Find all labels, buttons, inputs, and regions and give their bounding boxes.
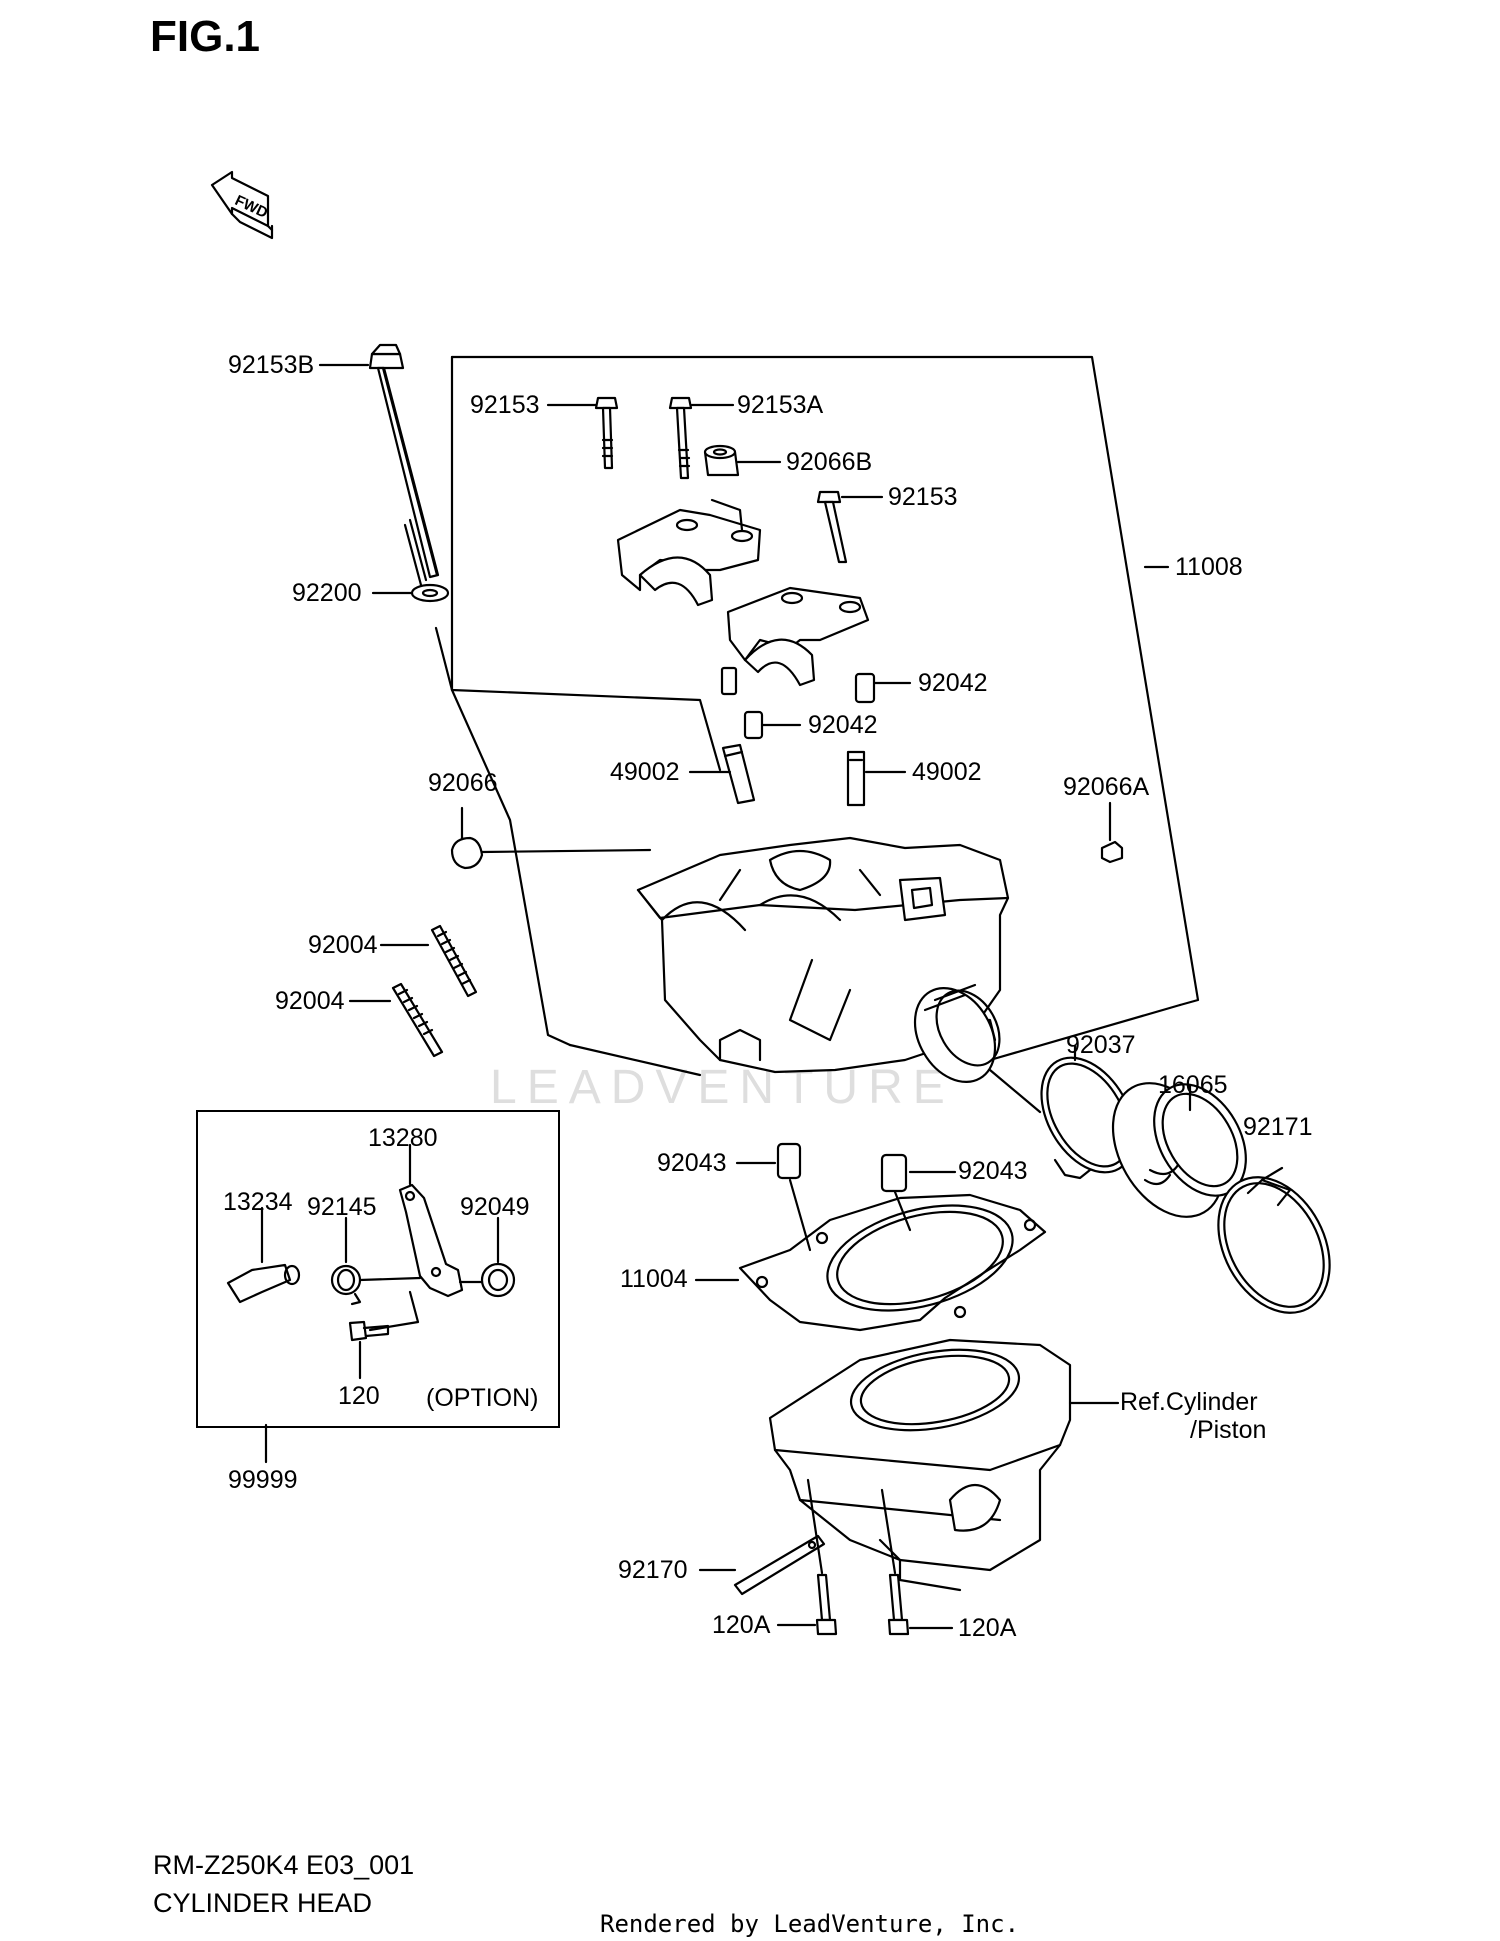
part-label-92200: 92200 [292, 579, 362, 607]
part-label-92004-upper: 92004 [308, 931, 378, 959]
part-label-49002-left: 49002 [610, 758, 680, 786]
intake-boot-16065 [1111, 1082, 1247, 1218]
bolt-120 [348, 1320, 390, 1342]
render-credit: Rendered by LeadVenture, Inc. [600, 1910, 1020, 1938]
option-label: (OPTION) [426, 1384, 539, 1412]
part-label-92170: 92170 [618, 1556, 688, 1584]
part-label-13234: 13234 [223, 1188, 293, 1216]
part-label-120: 120 [338, 1382, 380, 1410]
part-label-11008: 11008 [1175, 553, 1243, 581]
part-label-92066B: 92066B [786, 448, 873, 476]
part-label-11004: 11004 [620, 1265, 688, 1293]
part-label-92066: 92066 [428, 769, 498, 797]
part-label-99999: 99999 [228, 1466, 298, 1494]
fwd-arrow-icon: FWD [210, 170, 274, 240]
plug-49002-left [721, 743, 756, 805]
ref-label-line1: Ref.Cylinder [1120, 1388, 1258, 1416]
part-label-49002-right: 49002 [912, 758, 982, 786]
band-clamp-92171 [1217, 1166, 1331, 1314]
part-label-92037: 92037 [1066, 1031, 1136, 1059]
ref-cylinder-piston-label: Ref.Cylinder /Piston [1120, 1388, 1266, 1444]
head-gasket-11004 [738, 1193, 1047, 1332]
watermark: LEADVENTURE [490, 1061, 955, 1114]
part-label-92004-lower: 92004 [275, 987, 345, 1015]
part-label-92153A: 92153A [737, 391, 824, 419]
part-label-92153-right: 92153 [888, 483, 958, 511]
guide-92170 [733, 1534, 826, 1596]
part-label-92153-left: 92153 [470, 391, 540, 419]
cam-bolt-92153-left [594, 396, 619, 470]
cam-cap-lower [726, 586, 870, 687]
part-label-92145: 92145 [307, 1193, 377, 1221]
stud-92004-upper [430, 924, 478, 998]
dowel-92042-right [854, 672, 876, 704]
dowel-92042-center [743, 710, 764, 740]
washer-92200 [410, 583, 450, 603]
part-label-120A-left: 120A [712, 1611, 771, 1639]
part-label-92043-left: 92043 [657, 1149, 727, 1177]
section-name: CYLINDER HEAD [153, 1888, 373, 1918]
plug-92066 [450, 836, 484, 870]
plug-49002-right [846, 750, 866, 807]
dowel-92042-left [720, 666, 738, 696]
stud-92004-lower [391, 982, 444, 1058]
part-label-92171: 92171 [1243, 1113, 1313, 1141]
part-label-13280: 13280 [368, 1124, 438, 1152]
part-label-92066A: 92066A [1063, 773, 1150, 801]
collar-92066B [703, 444, 740, 477]
option-box [196, 1110, 560, 1428]
dowel-92043-right [880, 1153, 908, 1193]
part-label-92042-center: 92042 [808, 711, 878, 739]
gear-shaft-13234 [226, 1263, 301, 1304]
part-label-92043-right: 92043 [958, 1157, 1028, 1185]
part-label-120A-right: 120A [958, 1614, 1017, 1642]
oil-seal-92049 [480, 1262, 516, 1298]
part-label-16065: 16065 [1158, 1071, 1228, 1099]
cam-bolt-92153-right [816, 490, 848, 564]
ref-label-line2: /Piston [1190, 1416, 1267, 1444]
figure-title: FIG.1 [150, 12, 261, 61]
cam-bolt-92153A [668, 396, 693, 480]
model-code: RM-Z250K4 E03_001 [153, 1850, 415, 1880]
head-bolt-92153B [368, 343, 440, 587]
part-label-92042-right: 92042 [918, 669, 988, 697]
bolt-120A-left [815, 1573, 838, 1636]
cylinder-ref [768, 1338, 1072, 1592]
assembly-frame-11008 [450, 355, 1200, 1007]
bolt-120A-right [887, 1573, 910, 1636]
head-intake-port [913, 983, 1001, 1083]
clamp-92037 [988, 1044, 1136, 1180]
plug-92066A [1100, 840, 1124, 864]
part-label-92049: 92049 [460, 1193, 530, 1221]
cam-cap-upper [616, 498, 762, 607]
lever-13280 [398, 1183, 464, 1298]
dowel-92043-left [776, 1142, 802, 1180]
part-label-92153B: 92153B [228, 351, 315, 379]
